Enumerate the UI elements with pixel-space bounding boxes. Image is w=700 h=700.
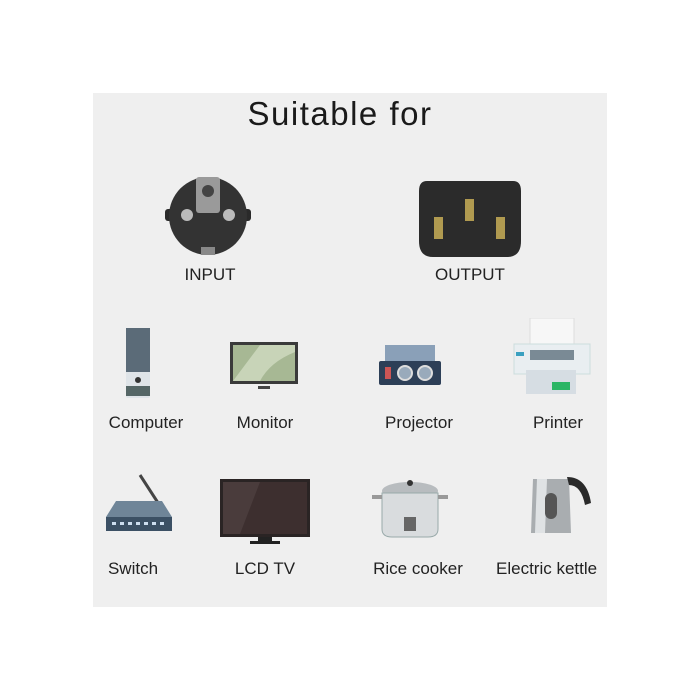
device-label-switch: Switch: [107, 559, 159, 578]
input-label: INPUT: [184, 265, 236, 284]
device-label-rice-cooker: Rice cooker: [373, 559, 463, 578]
output-label: OUTPUT: [435, 265, 505, 284]
device-label-printer: Printer: [532, 413, 584, 432]
computer-tower-icon: [126, 328, 150, 398]
electric-kettle-icon: [531, 477, 591, 533]
rice-cooker-icon: [372, 480, 448, 538]
device-label-monitor: Monitor: [236, 413, 294, 432]
page-title: Suitable for: [247, 95, 433, 132]
device-label-lcd-tv: LCD TV: [234, 559, 296, 578]
network-switch-icon: [106, 474, 172, 531]
projector-icon: [379, 345, 441, 385]
device-label-electric-kettle: Electric kettle: [496, 559, 598, 578]
schuko-plug-icon: [165, 177, 251, 255]
suitable-for-panel: Suitable for INPUT OUTPUT Computer Monit…: [93, 93, 607, 607]
iec-c13-socket-icon: [419, 181, 521, 257]
device-label-projector: Projector: [384, 413, 454, 432]
lcd-tv-icon: [220, 479, 310, 544]
device-label-computer: Computer: [108, 413, 184, 432]
printer-icon: [513, 318, 591, 394]
monitor-icon: [230, 342, 298, 389]
